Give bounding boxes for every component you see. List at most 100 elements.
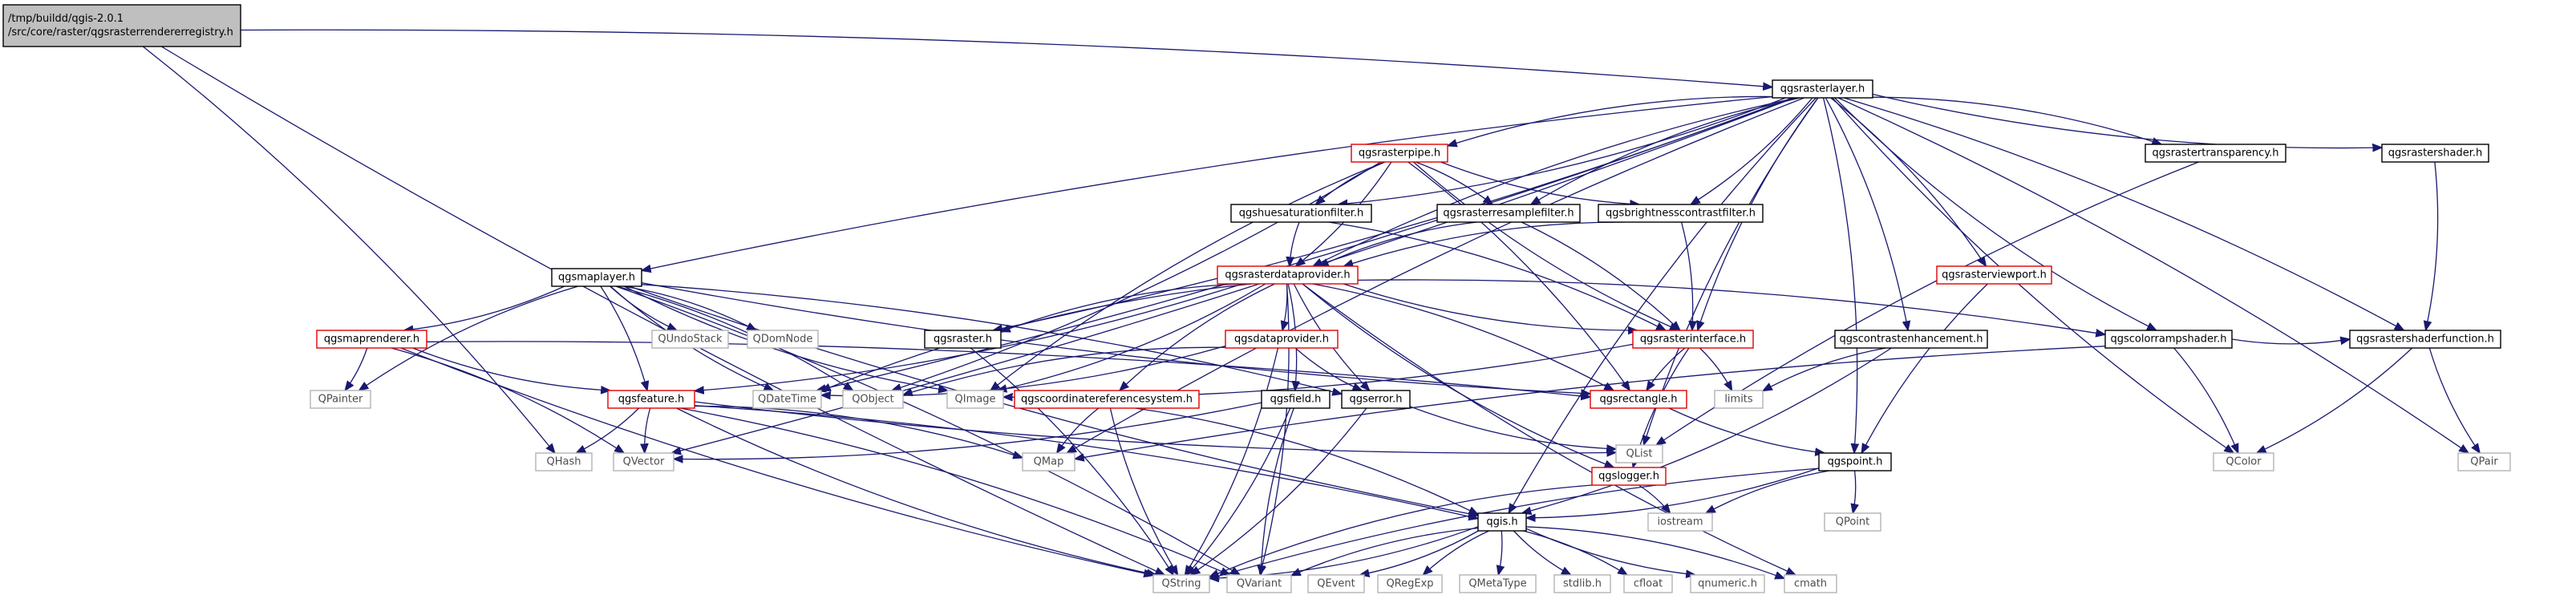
edge-qgsrasterlayer-to-qgspoint: [1822, 97, 1857, 453]
node-label: QVector: [623, 456, 665, 468]
node-qgsmaplayer[interactable]: qgsmaplayer.h: [551, 268, 642, 287]
node-qgsbrightnesscontrastfilter[interactable]: qgsbrightnesscontrastfilter.h: [1598, 204, 1764, 223]
node-box: [1225, 330, 1339, 349]
node-qgshuesaturationfilter[interactable]: qgshuesaturationfilter.h: [1230, 204, 1372, 223]
edge-qgspoint-to-iostream: [1706, 470, 1830, 513]
node-label: qgsraster.h: [934, 334, 992, 346]
edge-qgsrectangle-to-qgspoint: [1668, 407, 1825, 453]
node-label: iostream: [1657, 516, 1703, 528]
node-qgscoordinatereferencesystem[interactable]: qgscoordinatereferencesystem.h: [1014, 390, 1200, 409]
node-QMetaType: QMetaType: [1459, 574, 1537, 593]
edge-qgsmaprenderer-to-QString: [400, 347, 1153, 575]
edge-qgsrasterlayer-to-qgsbrightnesscontrastfilter: [1691, 97, 1813, 204]
node-qgsmaprenderer[interactable]: qgsmaprenderer.h: [316, 330, 427, 349]
node-box: [1632, 330, 1754, 349]
node-box: [535, 452, 593, 471]
node-label: /src/core/raster/qgsrasterrendererregist…: [8, 26, 233, 38]
node-QList: QList: [1615, 444, 1663, 463]
node-label: qgsfield.h: [1270, 394, 1322, 406]
edge-qgsrastershader-to-qgsrastershaderfunction: [2426, 161, 2439, 330]
node-box: [1307, 574, 1365, 593]
node-label: qgsrasterlayer.h: [1780, 83, 1865, 95]
edge-qgsbrightnesscontrastfilter-to-qgsrasterdataprovider: [1344, 221, 1625, 266]
edge-qgsrasterdataprovider-to-QVariant: [1260, 283, 1290, 575]
edge-qgsrasterlayer-to-QColor: [1832, 97, 2234, 453]
edge-qgsrasterdataprovider-to-QDateTime: [821, 283, 1253, 392]
edge-qgsrasterdataprovider-to-qgsrectangle: [1312, 283, 1614, 391]
node-qgsfield[interactable]: qgsfield.h: [1261, 390, 1331, 409]
edge-qgsmaplayer-to-qgserror: [641, 284, 1342, 395]
edge-qgsmaplayer-to-QUndoStack: [610, 285, 677, 330]
node-label: limits: [1724, 394, 1753, 406]
node-qgsrastershader[interactable]: qgsrastershader.h: [2381, 144, 2489, 163]
edge-qgslogger-to-QString: [1209, 484, 1593, 577]
edge-qgsmaplayer-to-QDomNode: [622, 285, 756, 330]
edge-qgsmaplayer-to-qgis: [629, 285, 1478, 516]
edge-qgsrasterdataprovider-to-qgslogger: [1302, 283, 1614, 467]
node-label: /tmp/buildd/qgis-2.0.1: [8, 13, 124, 25]
node-box: [946, 390, 1004, 409]
node-label: qgsmaplayer.h: [558, 272, 635, 284]
node-QDomNode: QDomNode: [747, 330, 819, 349]
edge-qgsrasterpipe-to-QImage: [990, 161, 1385, 391]
node-box: [1436, 204, 1581, 223]
node-box: [2457, 452, 2511, 471]
node-label: QColor: [2226, 456, 2262, 468]
node-label: qgsrastershader.h: [2388, 148, 2483, 160]
node-QVector: QVector: [613, 452, 674, 471]
node-qgsfeature[interactable]: qgsfeature.h: [607, 390, 695, 409]
node-root[interactable]: /tmp/buildd/qgis-2.0.1/src/core/raster/q…: [2, 4, 241, 47]
node-label: QEvent: [1317, 578, 1355, 590]
edge-qgis-to-QRegExp: [1423, 530, 1489, 575]
node-box: [752, 390, 822, 409]
node-cfloat: cfloat: [1623, 574, 1673, 593]
node-QImage: QImage: [946, 390, 1004, 409]
node-qgis[interactable]: qgis.h: [1477, 512, 1527, 532]
edge-qgscoordinatereferencesystem-to-qgis: [1135, 407, 1478, 515]
node-qgsrasterresamplefilter[interactable]: qgsrasterresamplefilter.h: [1436, 204, 1581, 223]
node-label: QDateTime: [758, 394, 816, 406]
node-qgsraster[interactable]: qgsraster.h: [924, 330, 1002, 349]
edge-root-to-QString: [160, 46, 1164, 575]
edge-qgsrasterdataprovider-to-qgscoordinatereferencesystem: [1120, 283, 1275, 391]
node-qgslogger[interactable]: qgslogger.h: [1591, 467, 1667, 486]
node-qgsrectangle[interactable]: qgsrectangle.h: [1590, 390, 1687, 409]
node-box: [1217, 265, 1359, 285]
node-QHash: QHash: [535, 452, 593, 471]
node-qgsrasterpipe[interactable]: qgsrasterpipe.h: [1351, 144, 1448, 163]
node-box: [747, 330, 819, 349]
edge-qgis-to-QEvent: [1360, 530, 1479, 575]
node-label: qgsrasterinterface.h: [1640, 334, 1746, 346]
node-QVariant: QVariant: [1226, 574, 1292, 593]
node-box: [1598, 204, 1764, 223]
edge-qgsrasterpipe-to-QObject: [892, 161, 1381, 391]
node-label: qgscontrastenhancement.h: [1839, 334, 1983, 346]
edge-qgsrasterlayer-to-qgscolorrampshader: [1834, 97, 2157, 330]
edge-qgscolorrampshader-to-QMap: [1075, 346, 2106, 459]
node-qgspoint[interactable]: qgspoint.h: [1818, 452, 1892, 471]
node-qgsrastertransparency[interactable]: qgsrastertransparency.h: [2145, 144, 2286, 163]
node-label: QHash: [547, 456, 581, 468]
node-qgscontrastenhancement[interactable]: qgscontrastenhancement.h: [1834, 330, 1988, 349]
node-qgsrasterdataprovider[interactable]: qgsrasterdataprovider.h: [1217, 265, 1359, 285]
node-label: cmath: [1794, 578, 1827, 590]
node-box: [1014, 390, 1200, 409]
edge-qgsrasterlayer-to-qgsrasterviewport: [1830, 97, 1987, 266]
node-box: [1615, 444, 1663, 463]
node-qgserror[interactable]: qgserror.h: [1341, 390, 1411, 409]
node-qgscolorrampshader[interactable]: qgscolorrampshader.h: [2104, 330, 2233, 349]
node-qgsrasterinterface[interactable]: qgsrasterinterface.h: [1632, 330, 1754, 349]
edge-qgsmaplayer-to-qgsrectangle: [641, 281, 1590, 394]
node-label: qgsrasterresamplefilter.h: [1443, 208, 1574, 220]
edge-qgsfeature-to-QHash: [576, 407, 640, 453]
node-qgsdataprovider[interactable]: qgsdataprovider.h: [1225, 330, 1339, 349]
nodes-layer: /tmp/buildd/qgis-2.0.1/src/core/raster/q…: [2, 4, 2511, 593]
node-box: [1591, 467, 1667, 486]
node-QPainter: QPainter: [310, 390, 371, 409]
edge-qgscolorrampshader-to-QColor: [2173, 347, 2239, 453]
node-QColor: QColor: [2213, 452, 2274, 471]
node-qgsrasterlayer[interactable]: qgsrasterlayer.h: [1772, 79, 1873, 99]
node-qgsrastershaderfunction[interactable]: qgsrastershaderfunction.h: [2349, 330, 2501, 349]
edge-qgis-to-stdlib: [1513, 530, 1570, 575]
node-qgsrasterviewport[interactable]: qgsrasterviewport.h: [1936, 265, 2052, 285]
